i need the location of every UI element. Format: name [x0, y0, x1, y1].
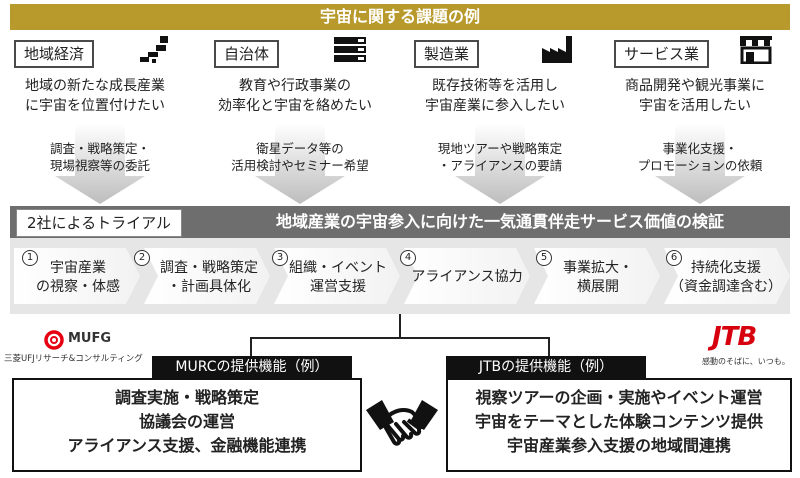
step-text-1: 宇宙産業の視察・体感	[36, 260, 120, 295]
connector-right	[548, 337, 550, 357]
down-arrows	[55, 124, 745, 204]
murc-item-3: アライアンス支援、金融機能連携	[67, 436, 307, 455]
step-text-4: アライアンス協力	[411, 269, 523, 285]
jtb-functions-box: 視察ツアーの企画・実施やイベント運営 宇宙をテーマとした体験コンテンツ提供 宇宙…	[446, 378, 792, 472]
trial-headline: 地域産業の宇宙参入に向けた一気通貫伴走サービス価値の検証	[275, 212, 724, 231]
jtb-item-3: 宇宙産業参入支援の地域間連携	[506, 436, 731, 455]
step-text-3: 組織・イベント運営支援	[289, 260, 387, 295]
request-regional-economy: 調査・戦略策定・現場視察等の委託	[49, 141, 150, 173]
jtb-item-2: 宇宙をテーマとした体験コンテンツ提供	[474, 412, 763, 431]
murc-functions-box: 調査実施・戦略策定 協議会の運営 アライアンス支援、金融機能連携	[12, 378, 362, 472]
category-desc-municipality: 教育や行政事業の効率化と宇宙を絡めたい	[218, 78, 372, 114]
map-icon	[140, 36, 168, 63]
jtb-logo: JTB	[712, 322, 757, 352]
step-number-3: 3	[272, 250, 288, 266]
step-text-5: 事業拡大・横展開	[563, 260, 633, 295]
step-text-6: 持続化支援（資金調達含む）	[670, 260, 782, 295]
category-label-regional-economy: 地域経済	[14, 40, 95, 68]
murc-item-1: 調査実施・戦略策定	[114, 388, 259, 407]
step-number-1: 1	[22, 250, 38, 266]
murc-header: MURCの提供機能（例）	[152, 356, 352, 378]
trial-label: 2社によるトライアル	[16, 209, 182, 237]
connector-vertical	[399, 314, 401, 338]
title-banner: 宇宙に関する課題の例	[10, 4, 790, 30]
jtb-header: JTBの提供機能（例）	[446, 356, 646, 378]
jtb-item-1: 視察ツアーの企画・実施やイベント運営	[475, 388, 763, 407]
mufg-logo-text: MUFG	[68, 331, 112, 346]
mufg-logo-icon	[44, 330, 64, 350]
category-label-service: サービス業	[614, 40, 710, 68]
category-desc-service: 商品開発や観光事業に宇宙を活用したい	[625, 78, 765, 114]
request-municipality: 衛星データ等の活用検討やセミナー希望	[231, 141, 369, 173]
step-number-4: 4	[400, 250, 416, 266]
category-desc-regional-economy: 地域の新たな成長産業に宇宙を位置付けたい	[25, 78, 165, 114]
murc-company-name: 三菱UFJリサーチ&コンサルティング	[4, 354, 143, 364]
category-label-manufacturing: 製造業	[414, 40, 480, 68]
request-manufacturing: 現地ツアーや戦略策定・アライアンスの要請	[437, 141, 563, 173]
jtb-tagline: 感動のそばに、いつも。	[702, 357, 790, 366]
step-number-6: 6	[666, 250, 682, 266]
category-label-municipality: 自治体	[214, 40, 280, 68]
step-chevrons	[14, 248, 790, 304]
factory-icon	[542, 36, 572, 63]
category-desc-manufacturing: 既存技術等を活用し宇宙産業に参入したい	[425, 78, 565, 114]
step-number-2: 2	[134, 250, 150, 266]
store-icon	[740, 36, 772, 64]
step-number-5: 5	[536, 250, 552, 266]
step-text-2: 調査・戦略策定・計画具体化	[160, 260, 258, 295]
books-icon	[334, 37, 366, 62]
connector-horizontal	[250, 337, 550, 339]
connector-left	[250, 337, 252, 357]
request-service: 事業化支援・プロモーションの依頼	[637, 141, 763, 173]
handshake-icon	[366, 400, 438, 446]
murc-item-2: 協議会の運営	[138, 412, 235, 431]
